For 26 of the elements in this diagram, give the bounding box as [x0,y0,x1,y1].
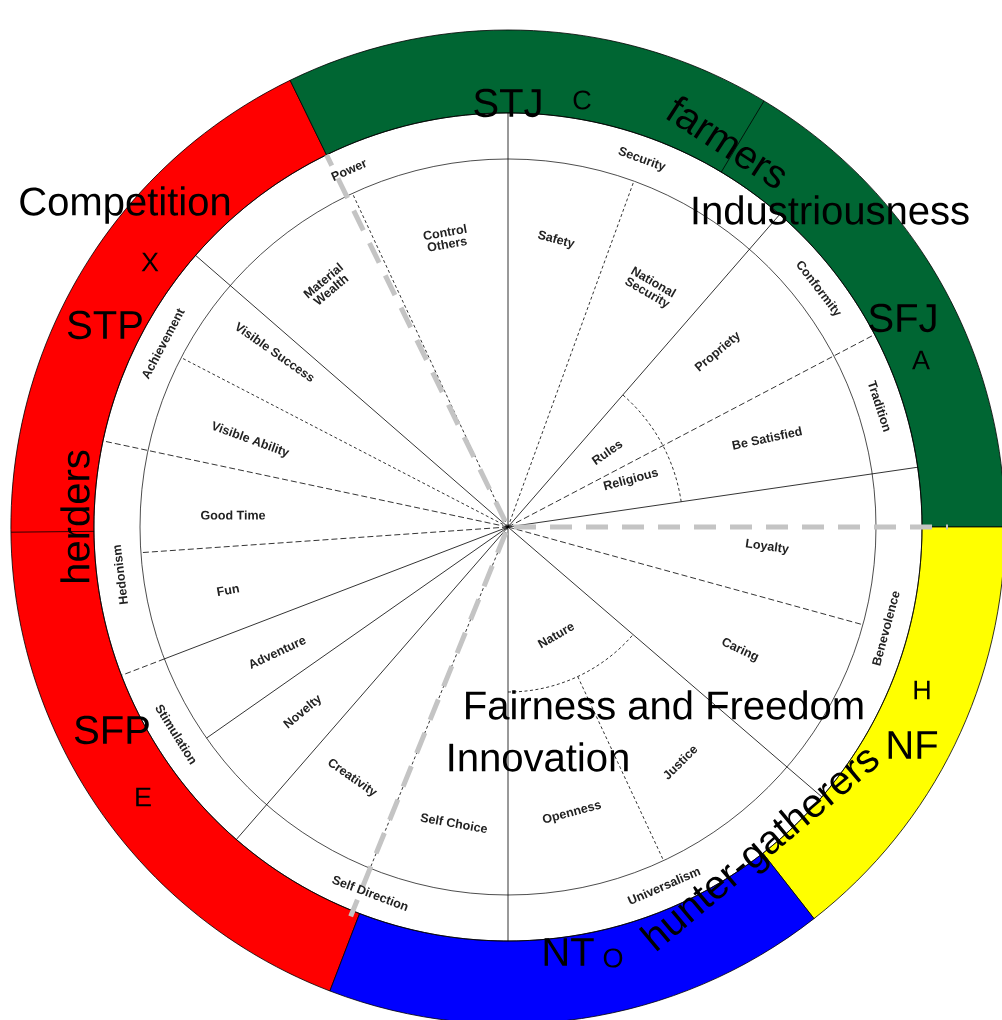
ring-label: Innovation [449,742,628,772]
value-label: Self Choice [420,813,487,833]
value-label: Control Others [423,223,467,252]
category-label: Power [330,160,366,181]
letter-label: H [914,680,930,700]
value-label: Good Time [201,510,266,520]
ring-label: Fairness and Freedom [466,690,863,720]
value-label: Be Satisfied [731,426,803,450]
value-label: Loyalty [745,538,790,556]
letter-label: A [912,350,930,370]
letter-label: O [603,948,623,968]
ring-label: herders [60,450,90,583]
letter-label: X [141,252,159,272]
ring-label: STJ [474,88,541,118]
value-label: Safety [537,230,575,250]
letter-label: E [136,787,151,807]
category-label: Hedonism [113,544,128,605]
ring-label: SFJ [869,303,936,333]
letter-label: C [573,90,591,110]
ring-label: SFP [74,715,149,745]
value-label: Fun [216,586,240,596]
ring-label: NF [888,731,938,759]
ring-label: STP [67,310,142,340]
ring-label: NT [544,938,594,966]
value-label: Religious [603,470,659,491]
value-label: Visible Ability [213,421,290,458]
